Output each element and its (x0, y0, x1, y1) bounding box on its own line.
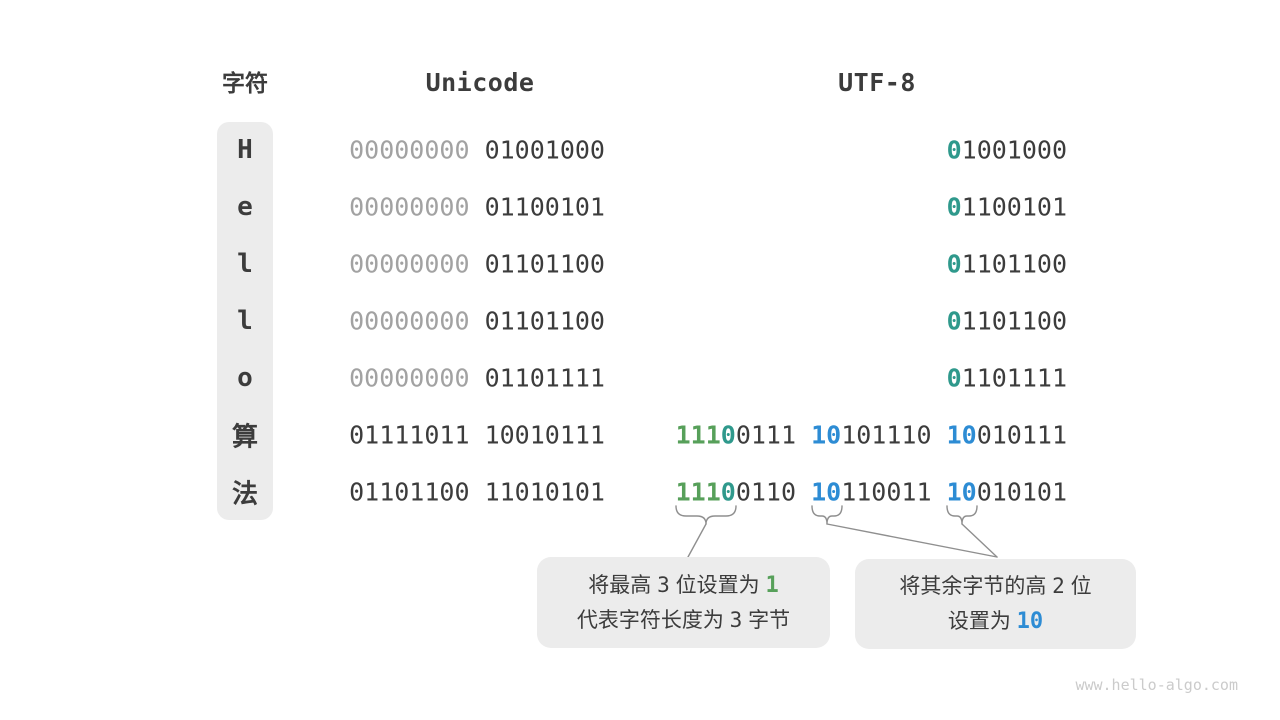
bit-segment-dark: 0111 (735, 420, 797, 450)
unicode-bytes: 00000000 01101111 (349, 363, 605, 392)
bit-segment-dark: 1101100 (961, 306, 1067, 336)
utf8-bytes: 01001000 (947, 136, 1067, 165)
bit-segment-num: 2 (1052, 574, 1065, 598)
bit-segment-teal: 0 (946, 363, 962, 393)
bit-segment-dark: 0110 (735, 477, 797, 507)
column-header-unicode: Unicode (425, 68, 535, 97)
column-header-char: 字符 (222, 70, 268, 96)
character-cell: 算 (231, 421, 258, 452)
bit-segment-teal: 0 (720, 477, 736, 507)
character-column-background (217, 122, 273, 520)
character-cell: e (237, 192, 253, 223)
bit-segment-teal: 0 (720, 420, 736, 450)
bit-segment-teal: 0 (946, 306, 962, 336)
callout-text-line: 代表字符长度为 3 字节 (577, 603, 790, 638)
utf8-bytes: 01100101 (947, 193, 1067, 222)
bit-segment-num: 3 (657, 572, 670, 597)
bit-segment-text: 将最高 (588, 573, 658, 597)
bit-segment-blue: 10 (946, 420, 977, 450)
callout-text-line: 设置为 10 (948, 604, 1043, 639)
unicode-bytes: 00000000 01101100 (349, 250, 605, 279)
bit-segment-blue: 10 (946, 477, 977, 507)
utf8-bytes: 01101111 (947, 363, 1067, 392)
bit-segment-dark: 01100101 (484, 192, 605, 222)
bit-segment-gray: 00000000 (349, 249, 470, 279)
bit-segment-green: 1 (765, 572, 779, 598)
bit-segment-gray: 00000000 (349, 135, 470, 165)
connector-line-leading (687, 523, 707, 558)
bit-segment-dark: 1100101 (961, 192, 1067, 222)
bit-segment-text: 代表字符长度为 (576, 608, 730, 632)
bit-segment-dark: 11010101 (484, 477, 605, 507)
bit-segment-dark: 1001000 (961, 135, 1067, 165)
bit-segment-dark: 01101111 (484, 363, 605, 393)
character-cell: o (237, 362, 253, 393)
callout-text-line: 将其余字节的高 2 位 (899, 569, 1091, 604)
unicode-bytes: 01101100 11010101 (349, 477, 605, 506)
bit-segment-dark: 1101100 (961, 249, 1067, 279)
bit-segment-text: 位 (1064, 575, 1092, 598)
bit-segment-dark: 110011 (841, 477, 932, 507)
watermark: www.hello-algo.com (1075, 676, 1238, 694)
bit-segment-green: 111 (675, 420, 721, 450)
bit-segment-dark: 01001000 (484, 135, 605, 165)
bit-segment-gray: 00000000 (349, 192, 470, 222)
bit-segment-dark: 01101100 (484, 249, 605, 279)
bit-segment-dark: 01101100 (484, 306, 605, 336)
connector-line-byte3 (961, 523, 998, 558)
bit-segment-dark: 10010111 (484, 420, 605, 450)
character-cell: l (237, 306, 253, 336)
bit-segment-dark: 1101111 (961, 363, 1067, 393)
utf8-bytes: 01101100 (947, 250, 1067, 279)
bit-segment-dark: 01101100 (349, 477, 470, 507)
unicode-bytes: 00000000 01101100 (349, 307, 605, 336)
bit-segment-text: 字节 (742, 608, 791, 632)
connector-line-byte2 (826, 523, 998, 558)
utf8-bytes: 11100110 10110011 10010101 (676, 477, 1067, 506)
callout-text-line: 将最高 3 位设置为 1 (588, 568, 778, 603)
unicode-bytes: 00000000 01001000 (349, 136, 605, 165)
column-header-utf8: UTF-8 (838, 68, 916, 97)
bit-segment-dark: 010111 (976, 420, 1067, 450)
callout-continuation-bits: 将其余字节的高 2 位设置为 10 (855, 559, 1136, 649)
bit-segment-dark: 01111011 (349, 420, 470, 450)
bit-segment-gray: 00000000 (349, 363, 470, 393)
bit-segment-blue: 10 (811, 420, 842, 450)
bit-segment-teal: 0 (946, 135, 962, 165)
utf8-bytes: 11100111 10101110 10010111 (676, 420, 1067, 449)
bit-segment-green: 111 (675, 477, 721, 507)
character-cell: H (237, 135, 253, 166)
bit-segment-gray: 00000000 (349, 306, 470, 336)
character-cell: 法 (231, 478, 258, 509)
bit-segment-text: 位设置为 (669, 573, 766, 597)
bit-segment-blue: 10 (1016, 609, 1044, 634)
bit-segment-teal: 0 (946, 249, 962, 279)
bit-segment-teal: 0 (946, 192, 962, 222)
bit-segment-text: 设置为 (947, 610, 1017, 633)
bit-segment-text: 将其余字节的高 (899, 575, 1053, 598)
utf8-bytes: 01101100 (947, 307, 1067, 336)
bit-segment-num: 3 (729, 607, 743, 632)
unicode-bytes: 00000000 01100101 (349, 193, 605, 222)
unicode-bytes: 01111011 10010111 (349, 420, 605, 449)
bit-segment-dark: 101110 (841, 420, 932, 450)
bit-segment-blue: 10 (811, 477, 842, 507)
bit-segment-dark: 010101 (976, 477, 1067, 507)
character-cell: l (237, 249, 253, 280)
